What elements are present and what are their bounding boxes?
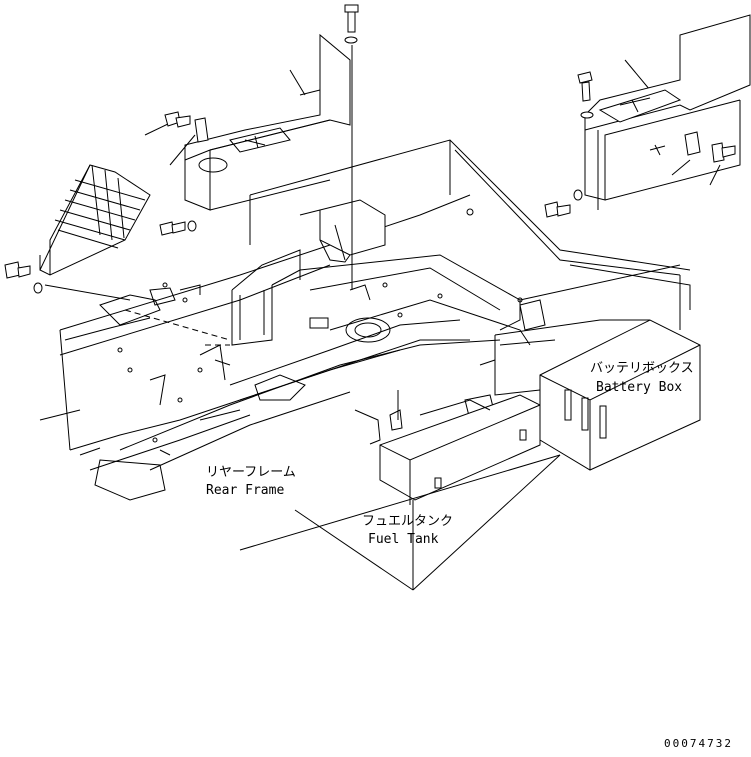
bolt-top-right [578,72,593,118]
fuel-tank [355,390,540,590]
cover-top-right [585,15,750,210]
cover-top-center [185,35,350,210]
bolt-step [5,262,130,300]
center-bracket [300,45,385,290]
bolt-left-cover [165,112,208,142]
callouts [240,455,560,590]
bolt-left-mid [160,221,196,235]
battery-box-label-en: Battery Box [596,380,683,395]
bolt-right-lower [545,190,582,217]
fuel-tank-label-en: Fuel Tank [368,532,439,547]
clip-right [685,132,735,162]
leader-lines [145,60,720,370]
bolt-top [345,5,358,43]
document-number: 00074732 [664,737,733,750]
fuel-tank-label-jp: フュエルタンク [362,514,454,529]
step-left [40,165,150,275]
rear-frame-label-jp: リヤーフレーム [206,465,296,480]
battery-box-label-jp: バッテリボックス [590,361,694,376]
rear-frame-label-en: Rear Frame [206,483,285,498]
